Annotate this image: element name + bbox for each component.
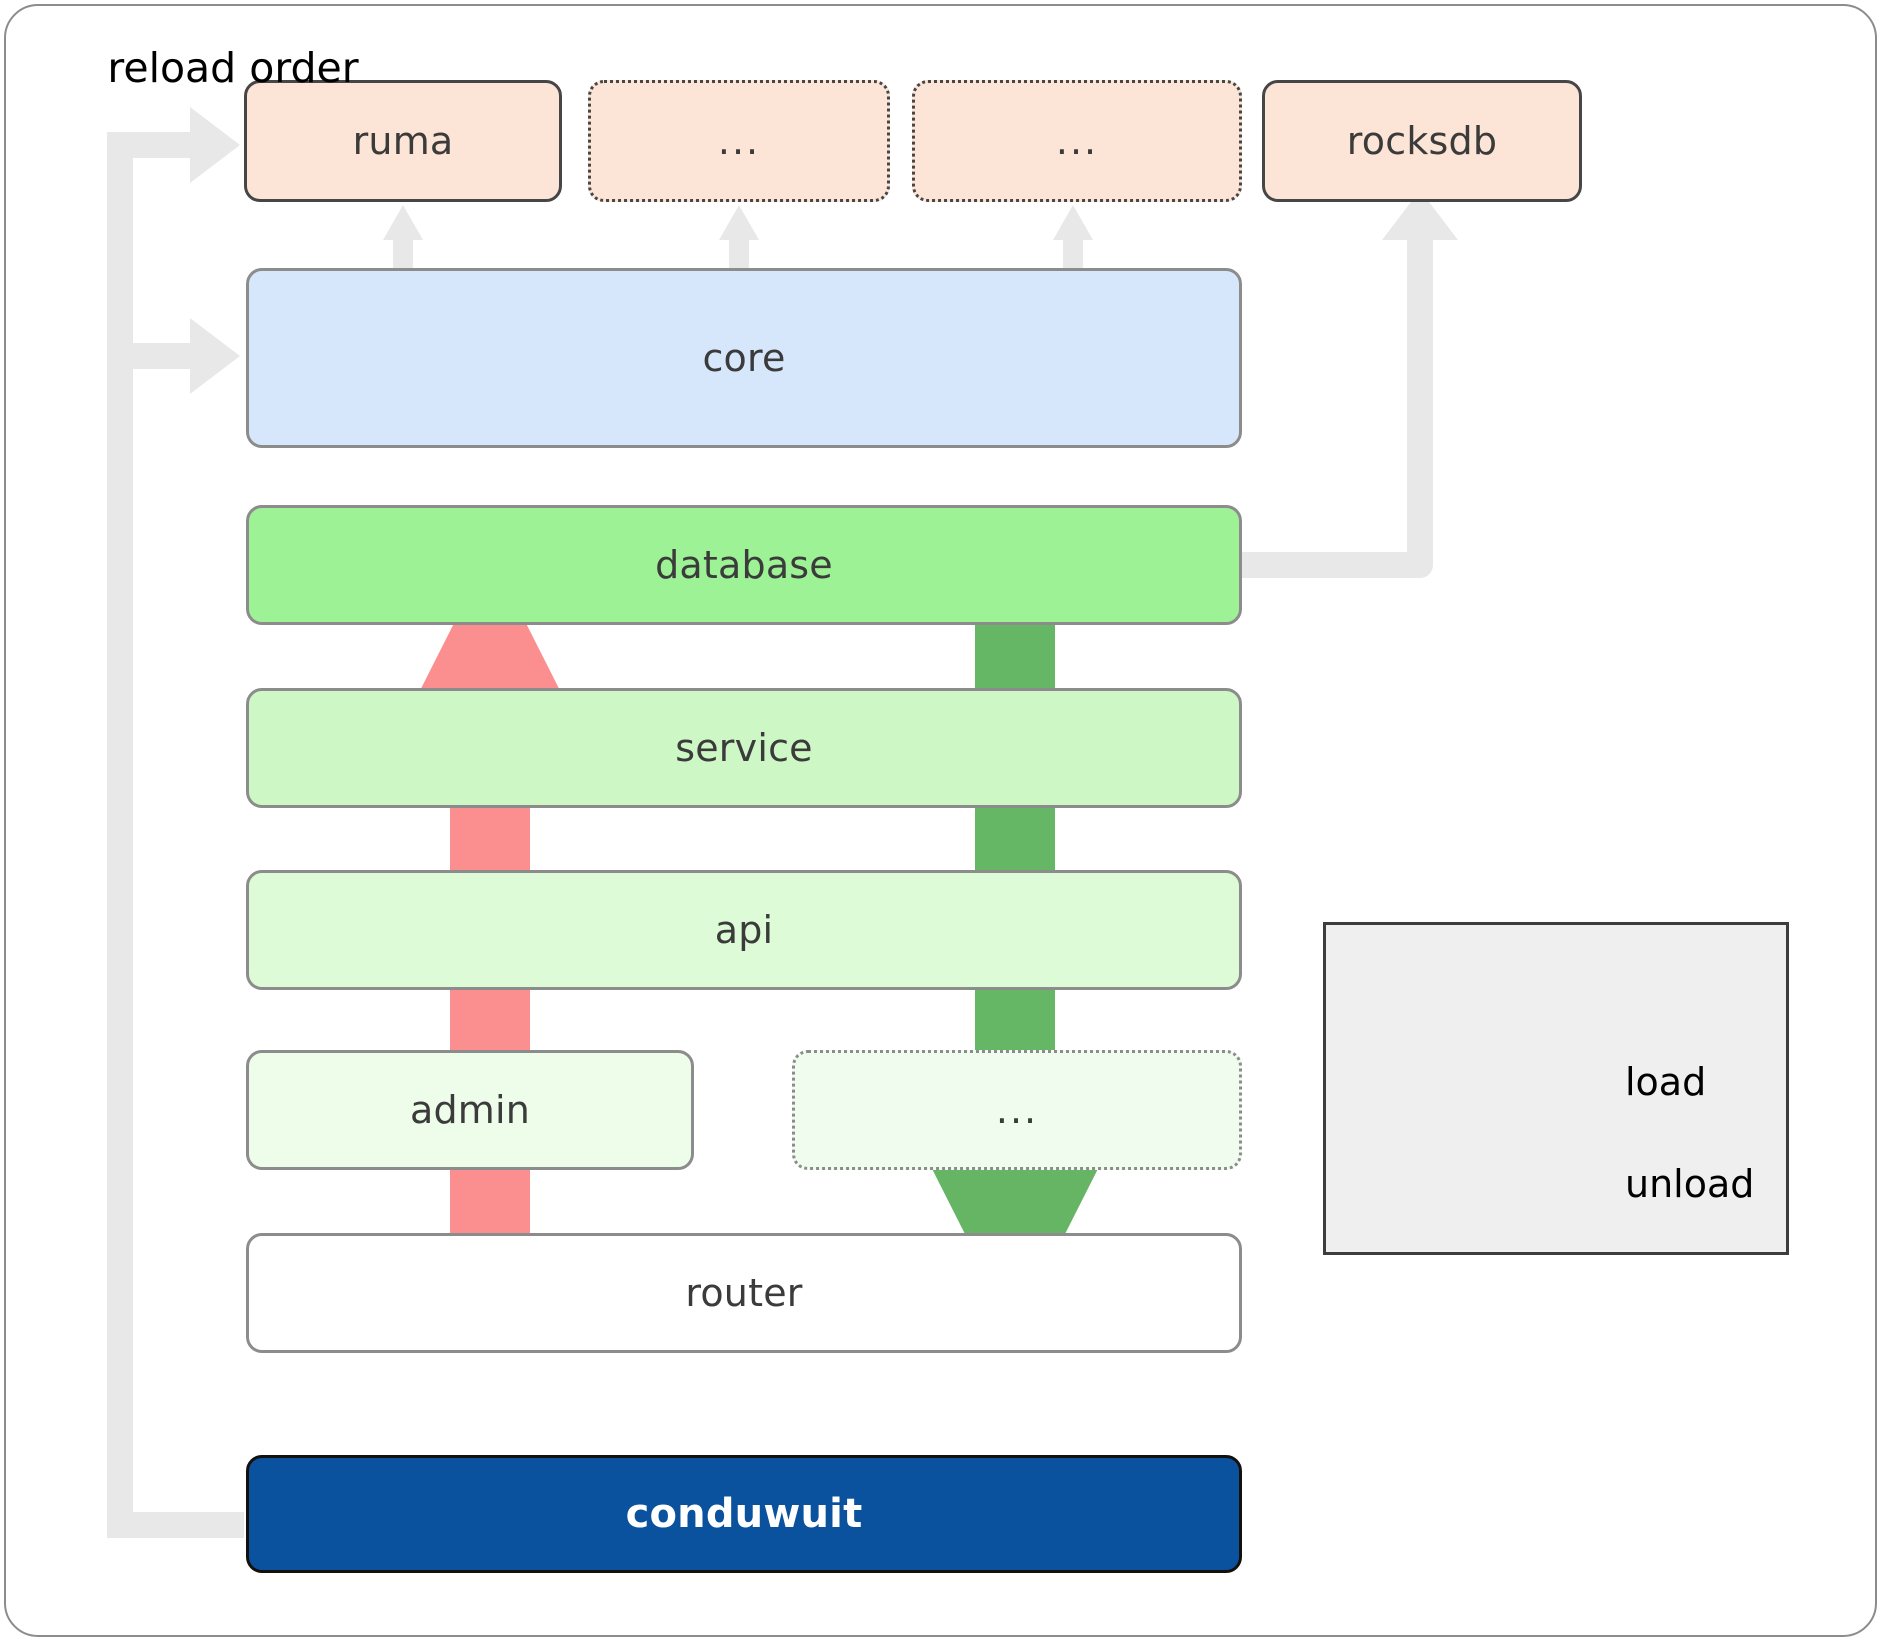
- node-core[interactable]: core: [246, 268, 1242, 448]
- legend-unload-label: unload: [1625, 1162, 1755, 1206]
- node-conduwuit[interactable]: conduwuit: [246, 1455, 1242, 1573]
- legend-load-label: load: [1625, 1060, 1707, 1104]
- node-database-label: database: [655, 543, 833, 587]
- node-router-label: router: [685, 1271, 803, 1315]
- arrow-core-to-dep-a: [719, 205, 759, 278]
- node-dependency-placeholder-b-label: ...: [1055, 119, 1099, 163]
- connector-database-to-rocksdb: [1242, 190, 1458, 578]
- node-rocksdb-label: rocksdb: [1346, 119, 1498, 163]
- node-core-label: core: [702, 336, 786, 380]
- arrow-core-to-dep-b: [1053, 205, 1093, 278]
- node-rocksdb[interactable]: rocksdb: [1262, 80, 1582, 202]
- node-ruma[interactable]: ruma: [244, 80, 562, 202]
- node-api-label: api: [714, 908, 774, 952]
- node-service-label: service: [675, 726, 813, 770]
- legend-panel: [1323, 922, 1789, 1255]
- node-conduwuit-label: conduwuit: [625, 1491, 863, 1537]
- arrow-core-to-ruma: [383, 205, 423, 278]
- node-dependency-placeholder-a-label: ...: [717, 119, 761, 163]
- node-dependency-placeholder-a[interactable]: ...: [588, 80, 890, 202]
- connector-core-to-deps: [383, 205, 1093, 278]
- legend-title: reload order: [107, 44, 359, 92]
- connector-app-to-deps: [107, 107, 244, 1538]
- node-extra-placeholder-label: ...: [995, 1088, 1039, 1132]
- node-admin[interactable]: admin: [246, 1050, 694, 1170]
- node-ruma-label: ruma: [352, 119, 454, 163]
- node-dependency-placeholder-b[interactable]: ...: [912, 80, 1242, 202]
- node-admin-label: admin: [409, 1088, 531, 1132]
- node-service[interactable]: service: [246, 688, 1242, 808]
- node-database[interactable]: database: [246, 505, 1242, 625]
- node-api[interactable]: api: [246, 870, 1242, 990]
- node-router[interactable]: router: [246, 1233, 1242, 1353]
- node-extra-placeholder[interactable]: ...: [792, 1050, 1242, 1170]
